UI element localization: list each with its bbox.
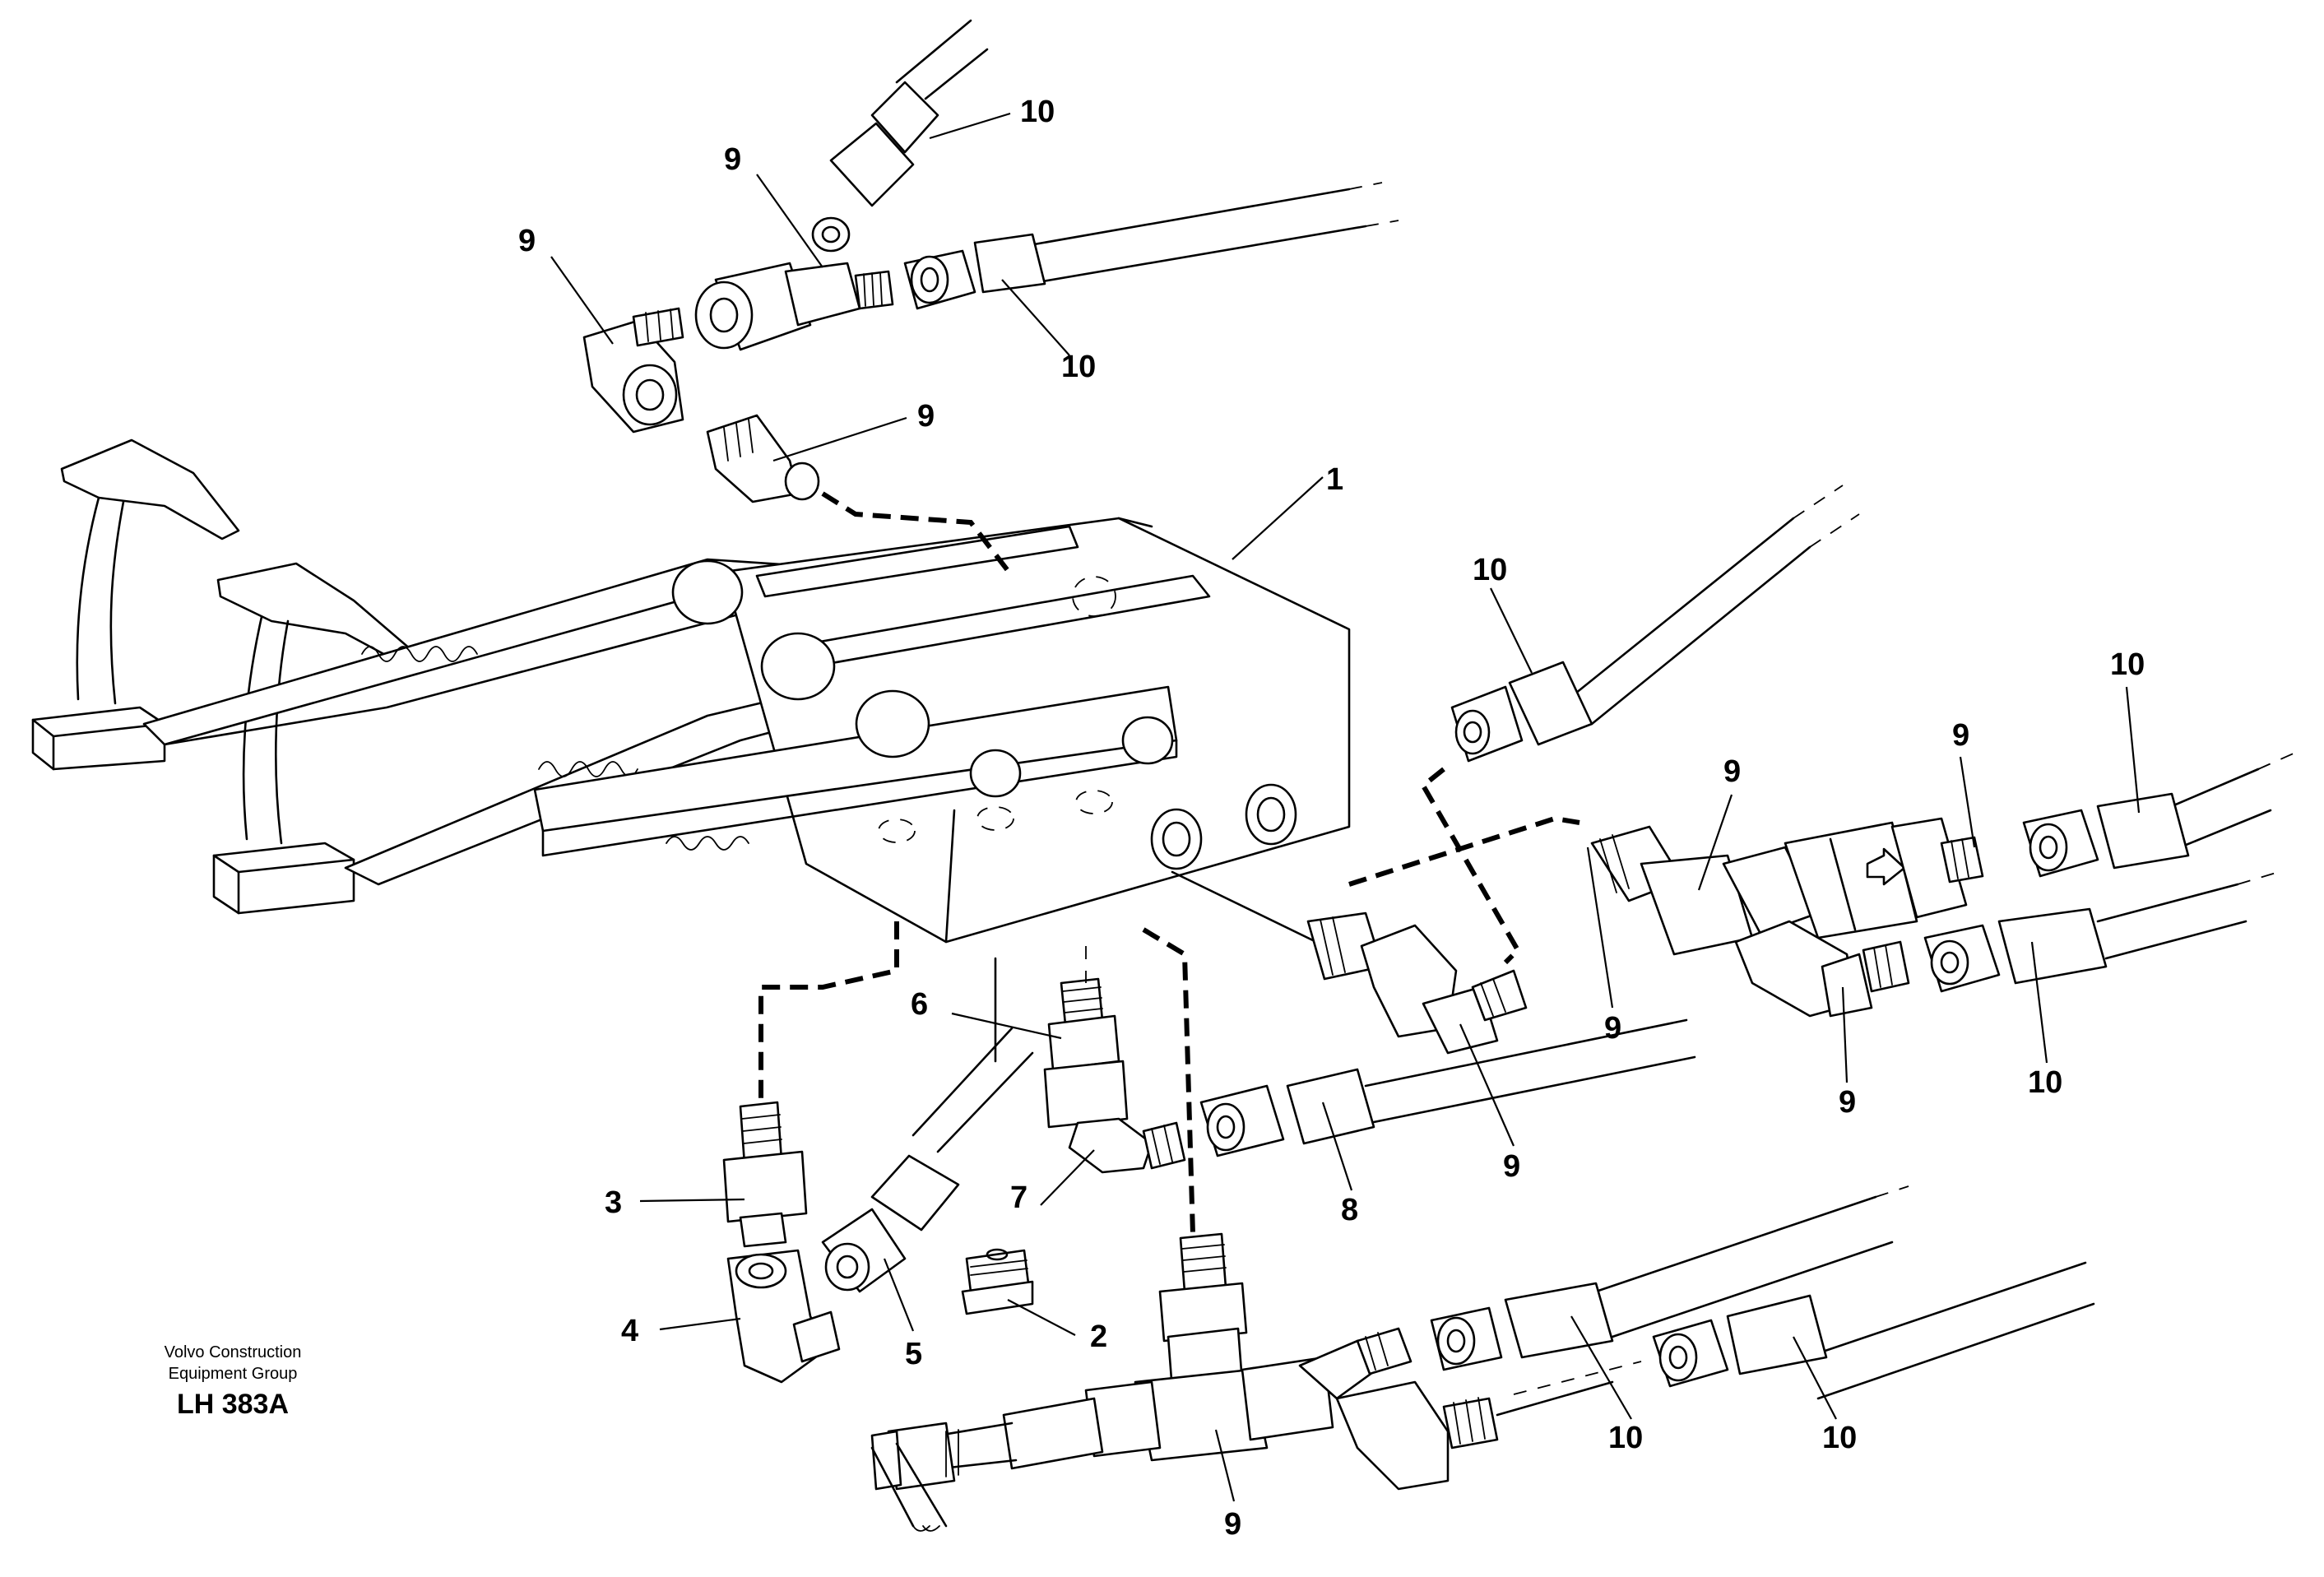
lower-left-fittings <box>722 921 1034 1384</box>
callout-10: 10 <box>2110 647 2145 682</box>
callout-9: 9 <box>1503 1149 1520 1184</box>
callout-9: 9 <box>724 142 741 177</box>
callout-7: 7 <box>1010 1180 1027 1215</box>
figure-caption: Volvo Construction Equipment Group LH 38… <box>165 1343 302 1420</box>
center-elbow-and-hose <box>1043 870 1696 1235</box>
callout-10: 10 <box>1020 95 1055 129</box>
callout-9: 9 <box>1952 718 1969 753</box>
callout-8: 8 <box>1341 1193 1358 1227</box>
callout-10: 10 <box>1608 1421 1643 1455</box>
bottom-tee-assembly <box>870 1185 2095 1532</box>
callout-9: 9 <box>518 224 536 258</box>
caption-division: Equipment Group <box>169 1365 298 1383</box>
callout-9: 9 <box>1604 1011 1621 1046</box>
callout-10: 10 <box>1822 1421 1857 1455</box>
callout-5: 5 <box>905 1337 922 1371</box>
callout-6: 6 <box>911 987 928 1022</box>
callout-2: 2 <box>1090 1320 1107 1354</box>
callout-9: 9 <box>917 399 935 434</box>
brake-valve-assembly <box>31 438 1351 944</box>
caption-code: LH 383A <box>177 1389 289 1420</box>
callout-labels: 10 9 9 10 9 1 10 10 9 9 9 9 10 6 7 8 9 3… <box>518 95 2145 1542</box>
callout-10: 10 <box>2028 1065 2062 1100</box>
right-fitting-group <box>1348 485 2296 1018</box>
callout-1: 1 <box>1326 462 1343 497</box>
callout-10: 10 <box>1473 553 1507 587</box>
callout-10: 10 <box>1061 350 1096 384</box>
callout-4: 4 <box>621 1314 638 1348</box>
top-fitting-group <box>582 19 1399 577</box>
callout-9: 9 <box>1839 1085 1856 1120</box>
callout-9: 9 <box>1723 754 1741 789</box>
callout-9: 9 <box>1224 1507 1241 1542</box>
leader-lines <box>550 112 2141 1502</box>
callout-3: 3 <box>605 1185 622 1220</box>
caption-company: Volvo Construction <box>165 1343 302 1361</box>
